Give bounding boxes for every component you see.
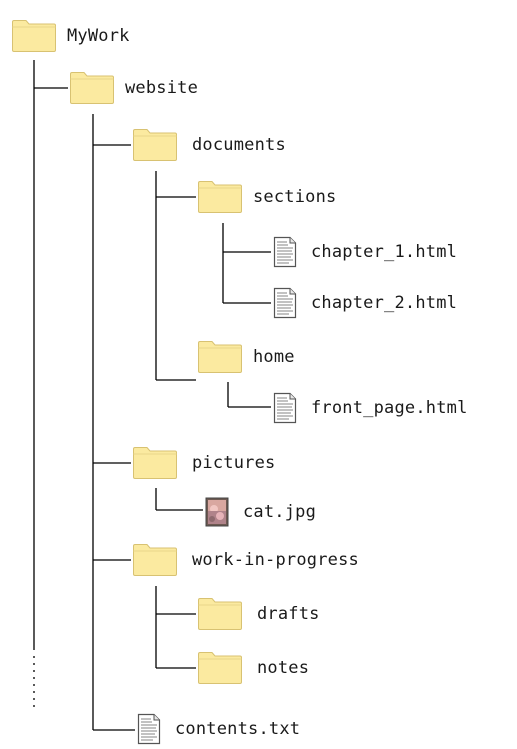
tree-node-label: sections: [253, 187, 337, 207]
folder-icon: [69, 71, 115, 105]
tree-node-front-page[interactable]: front_page.html: [273, 388, 468, 428]
folder-icon: [197, 180, 243, 214]
tree-node-label: home: [253, 347, 295, 367]
tree-node-documents[interactable]: documents: [132, 125, 286, 165]
tree-node-home[interactable]: home: [197, 337, 295, 377]
folder-icon: [132, 543, 178, 577]
tree-node-label: contents.txt: [175, 719, 301, 739]
tree-node-notes[interactable]: notes: [197, 648, 309, 688]
tree-node-label: work-in-progress: [192, 550, 359, 570]
tree-node-cat[interactable]: cat.jpg: [205, 492, 316, 532]
text-file-icon: [273, 287, 297, 319]
tree-node-work-in-progress[interactable]: work-in-progress: [132, 540, 359, 580]
folder-icon: [197, 340, 243, 374]
tree-node-chapter-2[interactable]: chapter_2.html: [273, 283, 457, 323]
text-file-icon: [273, 236, 297, 268]
tree-node-label: chapter_2.html: [311, 293, 458, 313]
tree-node-pictures[interactable]: pictures: [132, 443, 275, 483]
tree-node-label: MyWork: [67, 26, 130, 46]
text-file-icon: [273, 392, 297, 424]
folder-icon: [11, 19, 57, 53]
tree-node-label: chapter_1.html: [311, 242, 458, 262]
tree-node-sections[interactable]: sections: [197, 177, 336, 217]
tree-node-label: pictures: [192, 453, 276, 473]
tree-node-website[interactable]: website: [69, 68, 198, 108]
text-file-icon: [137, 713, 161, 745]
tree-node-contents[interactable]: contents.txt: [137, 709, 300, 749]
image-file-icon: [205, 497, 229, 527]
tree-node-chapter-1[interactable]: chapter_1.html: [273, 232, 457, 272]
folder-icon: [132, 446, 178, 480]
tree-node-drafts[interactable]: drafts: [197, 594, 320, 634]
tree-node-label: notes: [257, 658, 310, 678]
tree-node-label: drafts: [257, 604, 320, 624]
tree-node-label: front_page.html: [311, 398, 468, 418]
folder-icon: [197, 651, 243, 685]
tree-node-label: documents: [192, 135, 286, 155]
tree-node-label: website: [125, 78, 199, 98]
folder-icon: [132, 128, 178, 162]
folder-icon: [197, 597, 243, 631]
tree-node-mywork[interactable]: MyWork: [11, 16, 130, 56]
tree-node-label: cat.jpg: [243, 502, 317, 522]
